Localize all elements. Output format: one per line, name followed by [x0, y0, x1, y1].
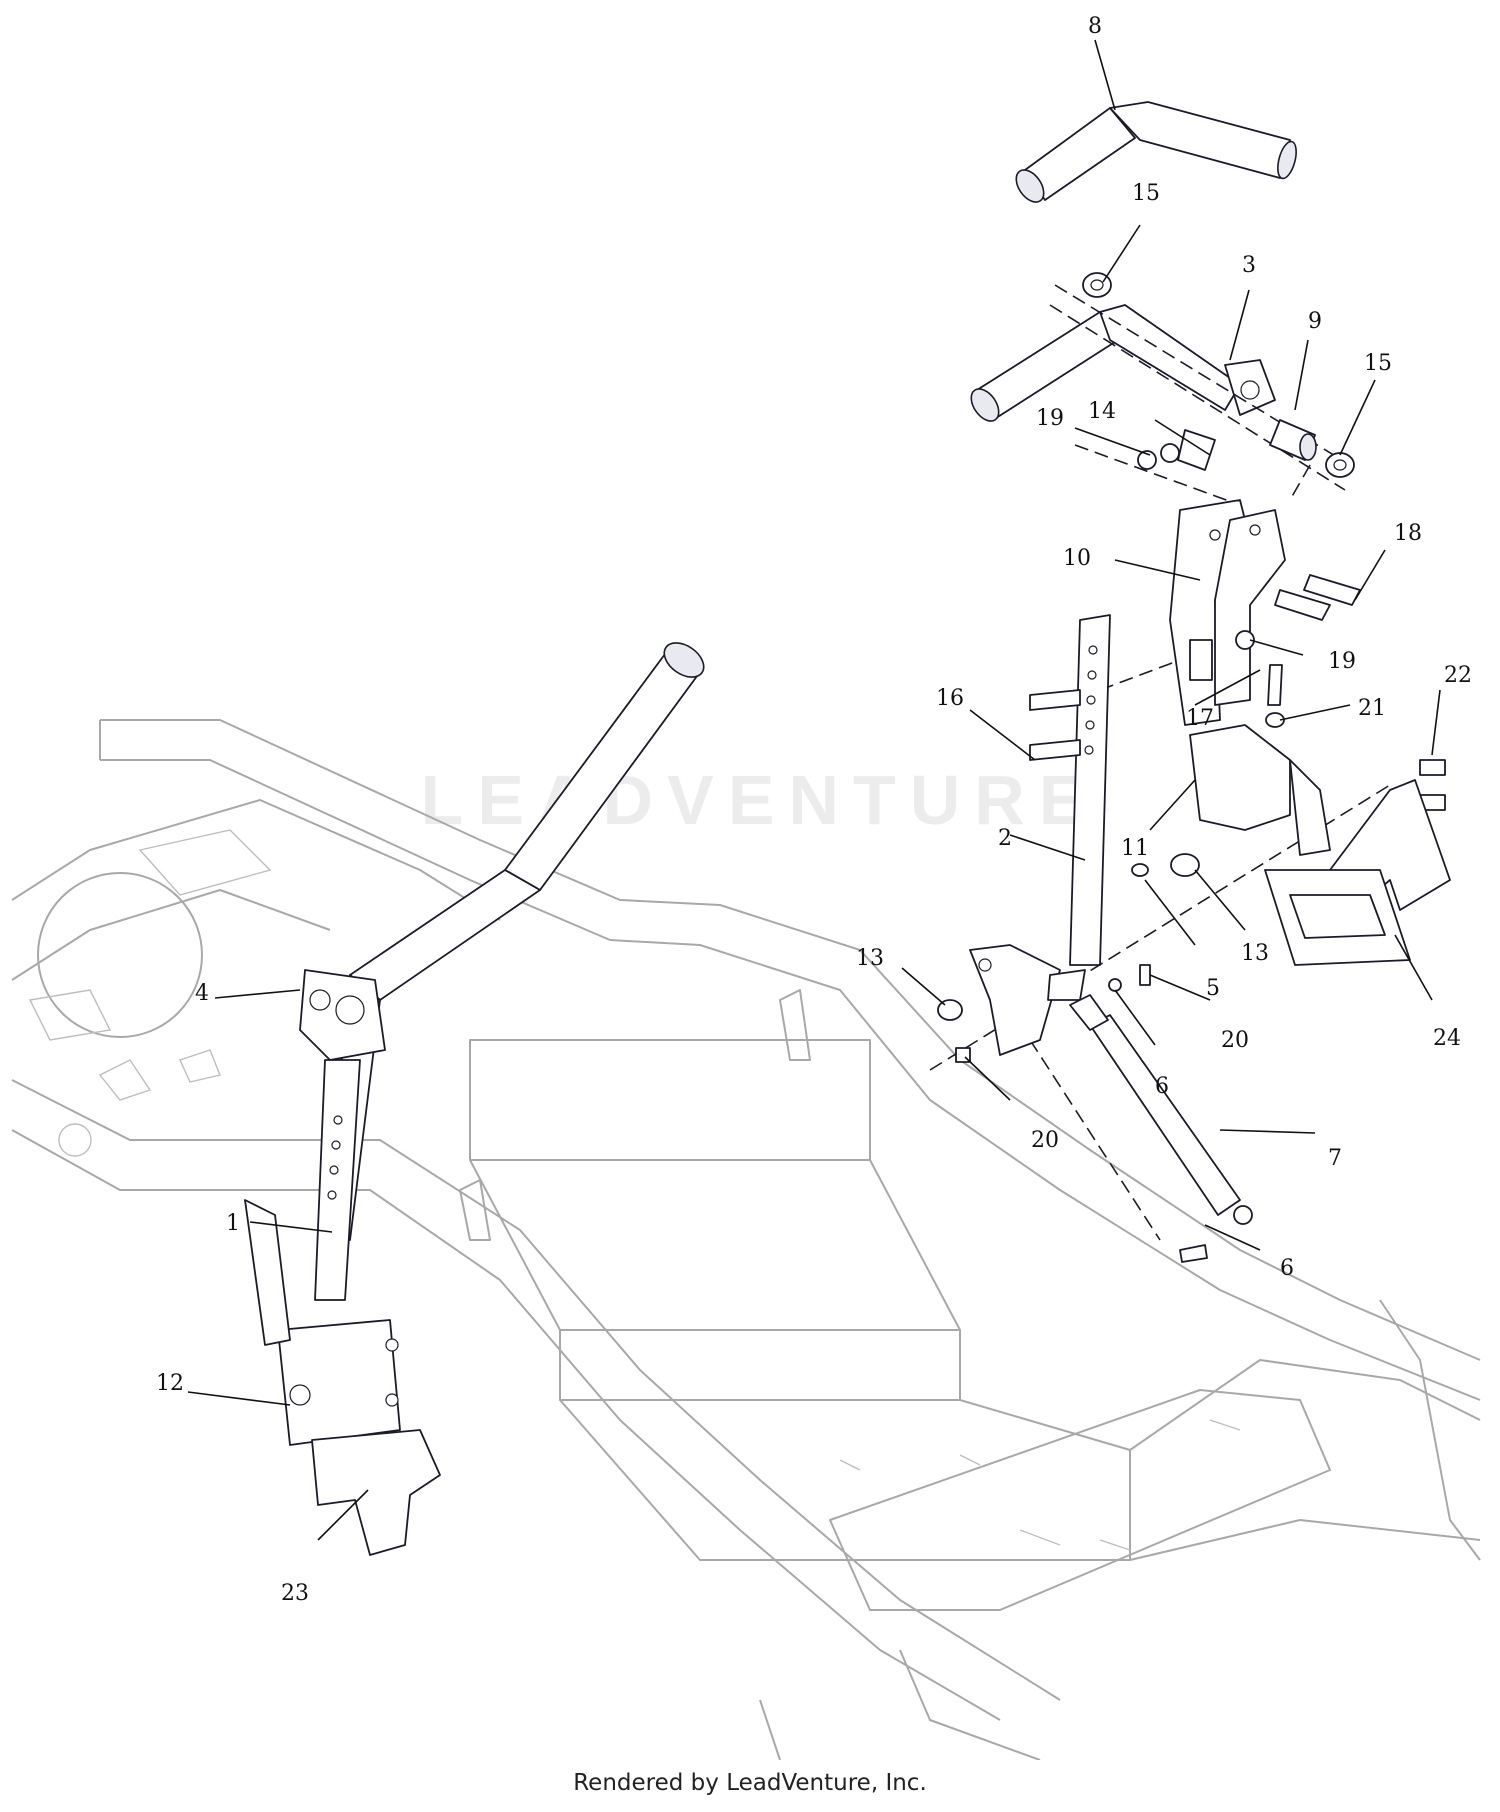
callout-9: 9 [1308, 309, 1322, 334]
callout-23: 23 [281, 1581, 309, 1606]
callout-15-right: 15 [1364, 351, 1392, 376]
parts-diagram: 8 15 3 9 15 14 19 10 18 19 17 21 22 16 2… [11, 14, 1481, 1760]
bolts-16 [1029, 689, 1081, 761]
callout-5: 5 [1206, 976, 1220, 1001]
left-lever-bracket [244, 1199, 401, 1446]
callout-19-lower: 19 [1328, 649, 1356, 674]
ball-studs-6 [1108, 978, 1208, 1263]
left-mount-plate [311, 1429, 441, 1556]
footer-credit: Rendered by LeadVenture, Inc. [573, 1770, 927, 1796]
callout-13-left: 13 [856, 946, 884, 971]
callout-3: 3 [1242, 253, 1256, 278]
callout-10: 10 [1063, 546, 1091, 571]
leader-lines [187, 39, 1441, 1541]
callout-20-right: 20 [1221, 1028, 1249, 1053]
callout-6-lower: 6 [1280, 1256, 1294, 1281]
callout-4: 4 [195, 981, 209, 1006]
callout-15-top: 15 [1132, 181, 1160, 206]
washer-5 [1131, 863, 1149, 877]
chassis-frame [11, 719, 1481, 1760]
watermark-text: LEADVENTURE [420, 761, 1100, 839]
bolts-18 [1274, 574, 1361, 621]
spacer-14 [1177, 429, 1216, 471]
lever-handle-grip [1015, 101, 1297, 203]
callout-14: 14 [1088, 399, 1116, 424]
nut-19-lower [1235, 630, 1255, 650]
neutral-bracket-11 [1189, 724, 1331, 856]
damper-plate-assembly [1169, 499, 1286, 726]
flange-bushing-right [1325, 452, 1355, 478]
upper-lever-tube [970, 304, 1276, 422]
callout-18: 18 [1394, 521, 1422, 546]
callout-7: 7 [1328, 1146, 1342, 1171]
pivot-bracket-lower [969, 944, 1086, 1056]
callout-11: 11 [1121, 836, 1149, 861]
spring-pin-17 [1267, 664, 1283, 706]
left-pivot-bracket [299, 969, 386, 1061]
callout-1: 1 [226, 1211, 240, 1236]
callout-16: 16 [936, 686, 964, 711]
callout-20-left: 20 [1031, 1128, 1059, 1153]
lower-adjust-arm [1069, 614, 1111, 966]
damper-shock-7 [1069, 994, 1253, 1225]
callout-2: 2 [998, 826, 1012, 851]
callout-22: 22 [1444, 663, 1472, 688]
left-adjust-arm [314, 1059, 361, 1301]
callout-24: 24 [1433, 1026, 1461, 1051]
callout-12: 12 [156, 1371, 184, 1396]
washer-21 [1265, 712, 1285, 728]
callout-17: 17 [1186, 706, 1214, 731]
callout-13-right: 13 [1241, 941, 1269, 966]
callout-19-top: 19 [1036, 406, 1064, 431]
callout-8: 8 [1088, 14, 1102, 39]
bushings-13 [937, 853, 1200, 1021]
left-steering-lever [324, 642, 705, 1241]
bushing-spacer [1269, 419, 1317, 461]
mount-plate-24 [1264, 779, 1451, 966]
callout-6-upper: 6 [1155, 1074, 1169, 1099]
nuts-19-top [1137, 443, 1180, 470]
callout-labels: 8 15 3 9 15 14 19 10 18 19 17 21 22 16 2… [156, 14, 1472, 1606]
callout-21: 21 [1358, 696, 1386, 721]
